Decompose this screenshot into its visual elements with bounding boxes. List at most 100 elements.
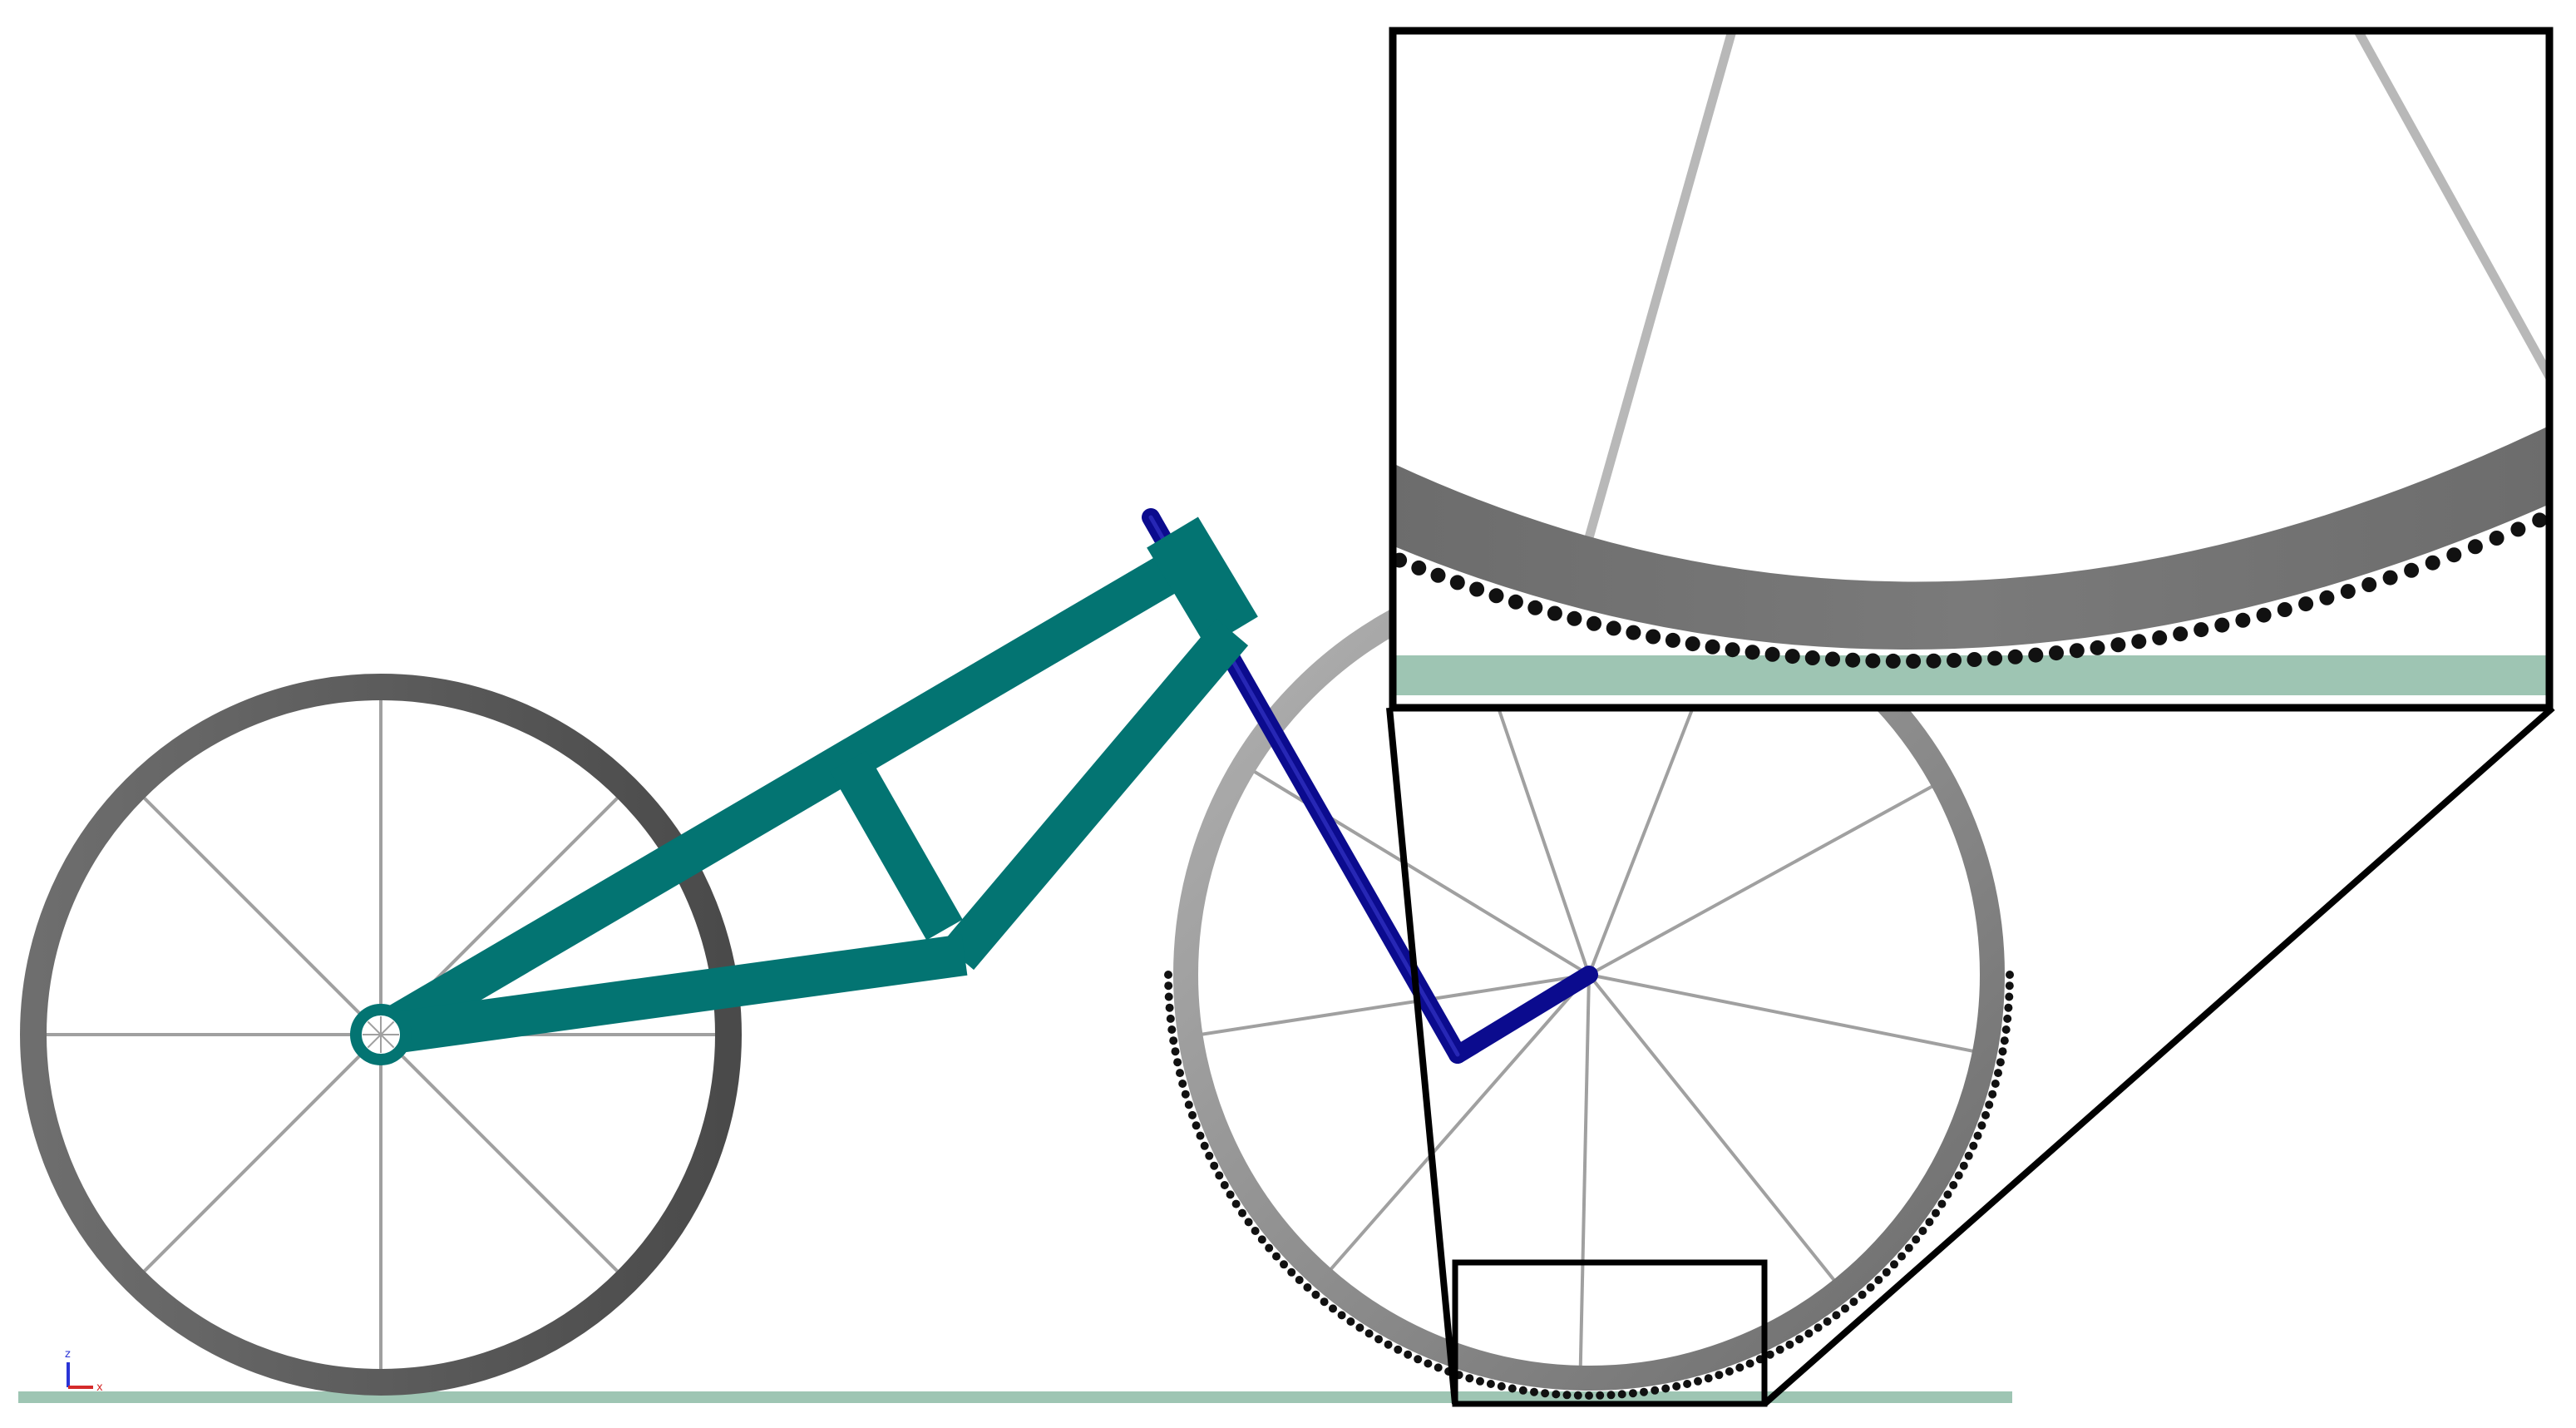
inset-contact-point	[1567, 610, 1582, 626]
inset-contact-point	[2152, 630, 2168, 645]
inset-contact-point	[1395, 552, 1408, 568]
contact-point	[1541, 1389, 1550, 1398]
contact-point	[1943, 1190, 1952, 1199]
inset-contact-point	[2007, 649, 2023, 665]
zoom-connector-right	[1762, 705, 2555, 1406]
contact-point	[1994, 1069, 2002, 1078]
rear-wheel	[20, 674, 742, 1396]
contact-point	[1841, 1304, 1849, 1313]
inset-contact-point	[1685, 636, 1700, 652]
magnified-inset	[1373, 27, 2569, 712]
contact-point	[1272, 1252, 1281, 1261]
contact-point	[2001, 1025, 2011, 1034]
contact-point	[1164, 992, 1173, 1001]
contact-point	[1165, 1003, 1174, 1012]
contact-point	[1552, 1390, 1561, 1399]
inset-contact-point	[1784, 649, 1800, 665]
contact-point	[1745, 1359, 1754, 1368]
contact-point	[1164, 971, 1172, 979]
inset-spoke-right	[2353, 32, 2547, 382]
inset-contact-point	[2256, 607, 2272, 623]
inset-contact-point	[2049, 645, 2064, 661]
contact-point	[1530, 1387, 1538, 1396]
contact-point	[1849, 1297, 1858, 1307]
inset-contact-point	[2404, 562, 2420, 578]
inset-contact-point	[2425, 555, 2440, 571]
contact-point	[1329, 1304, 1337, 1313]
inset-contact-point	[2090, 640, 2105, 655]
inset-contact-point	[2235, 612, 2251, 628]
inset-spoke-left	[1583, 32, 1737, 542]
inset-contact-point	[1665, 632, 1680, 648]
contact-point	[1785, 1340, 1794, 1349]
contact-point	[1866, 1283, 1875, 1292]
contact-point	[1374, 1335, 1383, 1344]
rear-hub-spokes	[363, 1016, 399, 1053]
contact-point	[1188, 1110, 1197, 1119]
contact-point	[1606, 1391, 1616, 1400]
inset-contact-point	[2510, 521, 2526, 537]
inset-contact-point	[1508, 594, 1523, 610]
contact-point	[1169, 1036, 1178, 1045]
contact-point	[1683, 1380, 1692, 1388]
contact-point	[1280, 1260, 1288, 1269]
inset-contact-point	[2554, 503, 2569, 518]
inset-contact-point	[1646, 629, 1661, 645]
inset-contact-point	[1804, 650, 1820, 665]
frame-head-tube	[1147, 516, 1258, 648]
hub-spoke	[380, 1020, 395, 1035]
contact-point	[1238, 1208, 1246, 1218]
inset-contact-point	[1606, 620, 1621, 636]
contact-point	[1424, 1359, 1433, 1368]
contact-point	[1226, 1190, 1235, 1199]
inset-contact-point	[2028, 647, 2044, 663]
contact-point	[1295, 1276, 1304, 1284]
rear-spoke	[379, 1033, 621, 1275]
inset-contact-point	[2319, 590, 2335, 605]
inset-contact-point	[1449, 575, 1465, 590]
inset-contact-point	[2194, 622, 2209, 638]
inset-contact-point	[1865, 653, 1881, 669]
contact-point	[1518, 1386, 1527, 1395]
contact-point	[1176, 1069, 1184, 1078]
inset-contact-point	[1373, 545, 1388, 560]
contact-point	[2000, 1036, 2009, 1045]
contact-point	[1244, 1218, 1253, 1227]
contact-point	[1832, 1311, 1841, 1320]
contact-point	[1181, 1090, 1190, 1099]
contact-point	[1823, 1317, 1832, 1326]
contact-point	[1985, 1100, 1994, 1109]
contact-point	[1585, 1391, 1593, 1400]
contact-point	[1725, 1367, 1734, 1376]
inset-contact-point	[2131, 634, 2147, 650]
contact-point	[1184, 1100, 1193, 1109]
contact-point	[1364, 1329, 1374, 1338]
inset-contact-point	[2173, 626, 2189, 642]
rear-wheel-rim	[20, 674, 742, 1396]
contact-point	[1735, 1363, 1744, 1372]
inset-contact-point	[1430, 567, 1446, 583]
contact-point	[1765, 1350, 1774, 1359]
inset-contact-point	[1764, 646, 1780, 662]
contact-point	[1265, 1243, 1274, 1253]
front-spoke	[1199, 973, 1590, 1037]
front-spoke	[1587, 973, 1838, 1283]
contact-point	[1988, 1090, 1997, 1099]
inset-contact-point	[1947, 653, 1962, 668]
contact-point	[1628, 1389, 1637, 1398]
inset-contact-point	[1469, 581, 1485, 597]
contact-point	[1215, 1171, 1224, 1180]
contact-point	[1814, 1323, 1823, 1332]
inset-rim	[1395, 427, 2547, 650]
inset-contact-point	[2214, 617, 2230, 633]
frame-down-tube	[941, 618, 1249, 971]
frame-top-tube	[370, 539, 1207, 1053]
contact-point	[1937, 1199, 1947, 1208]
contact-point	[1166, 1014, 1175, 1023]
contact-point	[1925, 1218, 1934, 1227]
inset-contact-point	[1825, 651, 1840, 667]
front-spoke	[1578, 974, 1591, 1369]
contact-point	[1173, 1058, 1182, 1067]
contact-point	[2003, 1014, 2012, 1023]
